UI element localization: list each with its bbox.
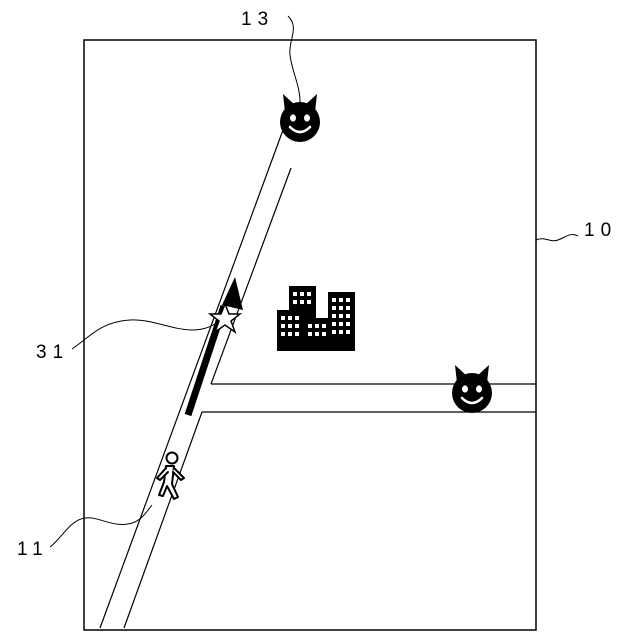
- leader-line-10: [536, 235, 578, 241]
- ref-label-10: 10: [584, 220, 617, 241]
- ref-label-31: 31: [36, 342, 69, 363]
- ref-label-13: 13: [241, 9, 274, 30]
- ref-label-11: 11: [17, 539, 49, 560]
